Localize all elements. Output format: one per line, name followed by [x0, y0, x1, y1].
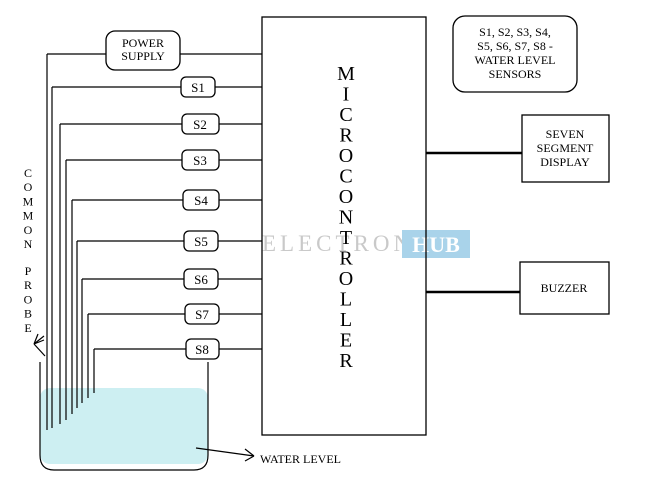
legend-line: S1, S2, S3, S4, [479, 25, 551, 39]
microcontroller-label: MICROCONTROLLERMICROCONTROLLER [337, 63, 355, 372]
sensor-s1: S1 [180, 76, 216, 98]
vertical-letter: R [339, 350, 353, 372]
sensor-label: S8 [195, 342, 209, 357]
power-supply-line2: SUPPLY [121, 49, 165, 63]
vertical-letter: E [24, 321, 31, 335]
common-probe-arrow [33, 333, 46, 357]
vertical-letter: R [339, 248, 353, 270]
vertical-letter: E [340, 330, 352, 352]
water-level-label: WATER LEVEL [260, 452, 341, 466]
vertical-letter: O [339, 186, 353, 208]
legend-line: S5, S6, S7, S8 - [477, 39, 553, 53]
vertical-letter: O [24, 292, 33, 306]
buzzer-box [519, 261, 610, 315]
legend-line: WATER LEVEL [475, 53, 556, 67]
vertical-letter: O [339, 145, 353, 167]
power-supply-line1: POWER [122, 36, 164, 50]
sensor-label: S3 [193, 153, 207, 168]
sensor-label: S2 [193, 117, 207, 132]
vertical-letter: T [340, 227, 352, 249]
sensor-label: S1 [191, 80, 205, 95]
watermark-right: HUB [412, 232, 460, 257]
water-level-arrow [195, 447, 255, 462]
legend-line: SENSORS [489, 67, 542, 81]
vertical-letter: N [339, 207, 353, 229]
sensor-s4: S4 [182, 189, 220, 211]
watermark-hub-badge [402, 230, 470, 258]
sensor-label: S6 [194, 272, 208, 287]
vertical-letter: C [339, 166, 352, 188]
sensor-s3: S3 [181, 149, 220, 171]
display-line: SEVEN [546, 127, 585, 141]
display-line: SEGMENT [537, 141, 594, 155]
vertical-letter: B [24, 307, 32, 321]
water-tank [39, 362, 209, 471]
vertical-letter: M [337, 63, 355, 85]
watermark: ELECTRONICS HUB [262, 230, 470, 258]
vertical-letter: M [23, 194, 34, 208]
sensor-s5: S5 [183, 230, 219, 252]
vertical-letter: O [24, 180, 33, 194]
vertical-letter: M [23, 209, 34, 223]
vertical-letter: L [340, 289, 352, 311]
sensor-s8: S8 [185, 338, 220, 360]
power-supply-box [105, 30, 181, 71]
microcontroller-box [261, 16, 427, 436]
vertical-letter: R [339, 125, 353, 147]
vertical-letter: I [343, 84, 350, 106]
sensor-label: S5 [194, 234, 208, 249]
sensor-s2: S2 [181, 113, 220, 135]
water-fill [40, 388, 208, 464]
feed-wires [47, 53, 262, 350]
buzzer-label: BUZZER [541, 281, 588, 295]
seven-segment-display-box [521, 114, 610, 183]
vertical-letter: C [24, 166, 32, 180]
display-line: DISPLAY [540, 155, 590, 169]
sensor-label: S4 [194, 193, 208, 208]
vertical-letter: P [25, 264, 32, 278]
legend-box [452, 15, 578, 93]
vertical-letter: N [24, 237, 33, 251]
vertical-letter: L [340, 309, 352, 331]
vertical-letter: O [339, 268, 353, 290]
vertical-letter: C [339, 104, 352, 126]
vertical-letter: O [24, 223, 33, 237]
vertical-letter: R [24, 278, 32, 292]
sensor-label: S7 [195, 307, 209, 322]
sensor-s6: S6 [183, 268, 219, 290]
probe-wires [46, 54, 95, 430]
sensor-s7: S7 [184, 303, 220, 325]
